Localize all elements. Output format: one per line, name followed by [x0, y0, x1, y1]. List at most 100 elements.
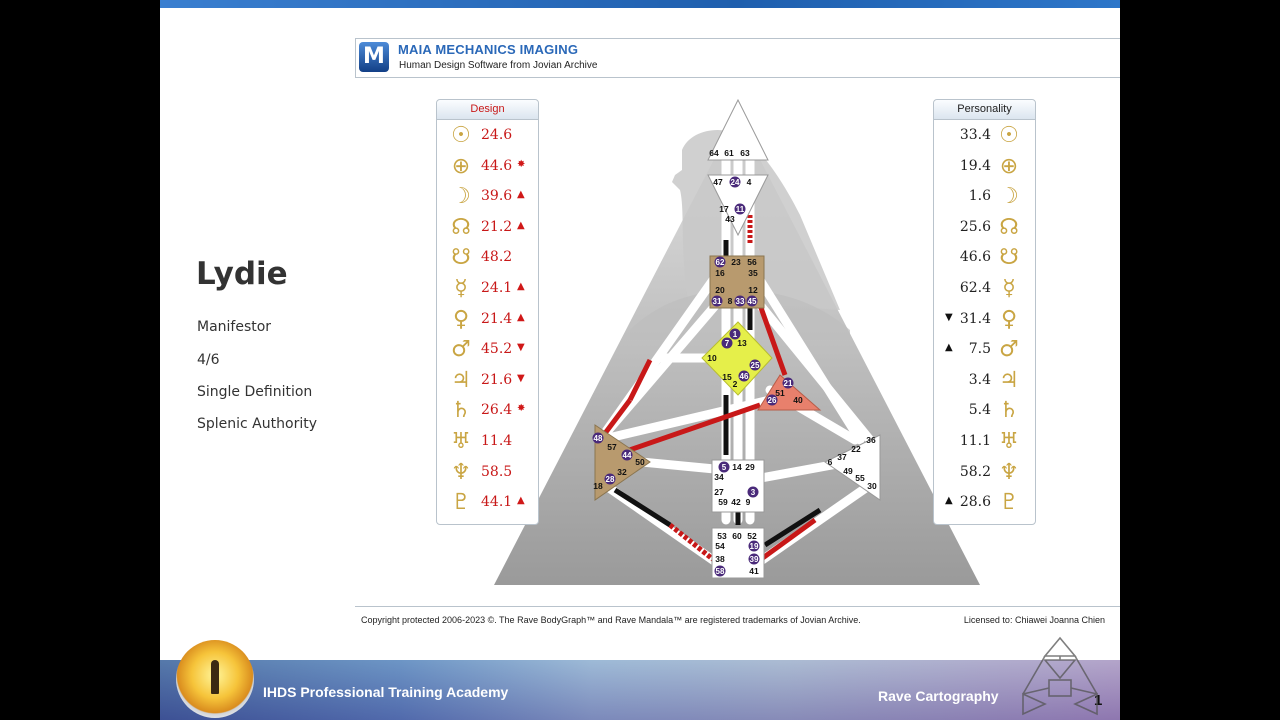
design-row: ♄ 26.4 ✸: [437, 396, 538, 426]
gate-37: 37: [837, 452, 847, 462]
active-gate-marker: [718, 461, 730, 473]
gate-49: 49: [843, 466, 853, 476]
personality-row: ♅11.1: [934, 427, 1035, 457]
gate-50: 50: [635, 457, 645, 467]
gate-57: 57: [607, 442, 617, 452]
design-row: ♅11.4: [437, 427, 538, 457]
gate-1: 1: [733, 330, 738, 339]
gate-15: 15: [722, 372, 732, 382]
person-type: Manifestor: [197, 319, 272, 335]
person-name: Lydie: [196, 256, 288, 292]
personality-row: ☽1.6: [934, 182, 1035, 212]
design-row: ♂45.2▼: [437, 335, 538, 365]
brand-name: MAIA MECHANICS IMAGING: [398, 42, 579, 57]
gate-10: 10: [707, 353, 717, 363]
gate-7: 7: [725, 339, 730, 348]
personality-row: ☊25.6: [934, 213, 1035, 243]
active-gate-marker: [748, 540, 760, 552]
gate-23: 23: [731, 257, 741, 267]
slide-number: 1: [1094, 692, 1103, 709]
sun-icon: ☉: [451, 123, 471, 148]
section-title: Rave Cartography: [878, 688, 999, 704]
neptune-icon: ♆: [451, 459, 471, 485]
activation-value: 44.6: [481, 157, 513, 174]
fixing-mark: ▼: [945, 311, 953, 323]
fixing-mark: ▼: [517, 342, 525, 354]
gate-44: 44: [623, 451, 632, 460]
gate-39: 39: [750, 555, 759, 564]
gate-9: 9: [746, 497, 751, 507]
gate-19: 19: [750, 542, 759, 551]
active-gate-marker: [746, 295, 758, 307]
gate-56: 56: [747, 257, 757, 267]
activation-value: 26.4: [481, 402, 513, 419]
design-row: ♀21.4▲: [437, 305, 538, 335]
gate-18: 18: [593, 481, 603, 491]
activation-value: 11.4: [481, 433, 513, 449]
personality-row: ♆58.2: [934, 458, 1035, 488]
gate-28: 28: [606, 475, 615, 484]
gate-29: 29: [745, 462, 755, 472]
gate-48: 48: [594, 434, 603, 443]
gate-21: 21: [784, 379, 793, 388]
gate-31: 31: [713, 297, 722, 306]
activation-value: 24.6: [481, 127, 513, 143]
north-node-icon: ☊: [999, 214, 1019, 240]
active-gate-marker: [621, 449, 633, 461]
south-node-icon: ☋: [451, 245, 471, 271]
gate-51: 51: [775, 388, 785, 398]
software-banner: M MAIA MECHANICS IMAGING Human Design So…: [355, 38, 1120, 78]
north-node-icon: ☊: [451, 214, 471, 240]
saturn-icon: ♄: [451, 398, 471, 424]
active-gate-marker: [721, 337, 733, 349]
design-row: ⊕44.6✸: [437, 152, 538, 182]
g-center: [701, 321, 773, 396]
active-gate-marker: [604, 473, 616, 485]
fixing-mark: ✸: [517, 403, 526, 415]
head-center: [707, 98, 769, 161]
personality-row: ☉33.4: [934, 121, 1035, 151]
maia-logo-icon: M: [359, 42, 389, 72]
gate-59: 59: [718, 497, 728, 507]
activation-value: 19.4: [959, 157, 991, 174]
activation-value: 1.6: [968, 188, 991, 205]
moon-icon: ☽: [451, 184, 471, 210]
gate-62: 62: [716, 258, 725, 267]
activation-value: 21.6: [481, 371, 513, 388]
personality-row: ☿ 62.4: [934, 274, 1035, 304]
gate-3: 3: [751, 488, 756, 497]
mars-icon: ♂: [999, 337, 1019, 363]
bodygraph-logo-icon: [1022, 636, 1098, 716]
solar-plexus-center: [824, 434, 881, 501]
active-gate-marker: [766, 394, 778, 406]
mercury-icon: ☿: [1002, 276, 1016, 301]
gate-30: 30: [867, 481, 877, 491]
activation-value: 21.2: [481, 218, 513, 235]
activation-value: 31.4: [959, 310, 991, 327]
active-gate-marker: [714, 256, 726, 268]
active-gate-marker: [711, 295, 723, 307]
activation-value: 28.6: [959, 494, 991, 511]
gate-47: 47: [713, 177, 723, 187]
design-row: ☿24.1▲: [437, 274, 538, 304]
gate-25: 25: [751, 361, 760, 370]
copyright-text: Copyright protected 2006-2023 ©. The Rav…: [361, 615, 861, 625]
gate-63: 63: [740, 148, 750, 158]
jupiter-icon: ♃: [451, 367, 471, 393]
personality-row: ♇28.6▲: [934, 488, 1035, 518]
activation-value: 62.4: [959, 280, 991, 296]
active-gate-marker: [749, 359, 761, 371]
active-gate-marker: [714, 565, 726, 577]
gate-38: 38: [715, 554, 725, 564]
activation-value: 5.4: [968, 402, 991, 419]
design-row: ☋48.2: [437, 243, 538, 273]
sacral-center: [711, 459, 765, 513]
gate-8: 8: [728, 296, 733, 306]
gate-24: 24: [731, 178, 740, 187]
activation-value: 39.6: [481, 188, 513, 205]
top-accent-bar: [160, 0, 1120, 8]
design-row: ♆58.5: [437, 458, 538, 488]
slide: M MAIA MECHANICS IMAGING Human Design So…: [160, 0, 1120, 720]
design-column: Design ☉24.6⊕44.6✸☽39.6▲☊21.2▲☋48.2☿24.1…: [436, 99, 539, 525]
